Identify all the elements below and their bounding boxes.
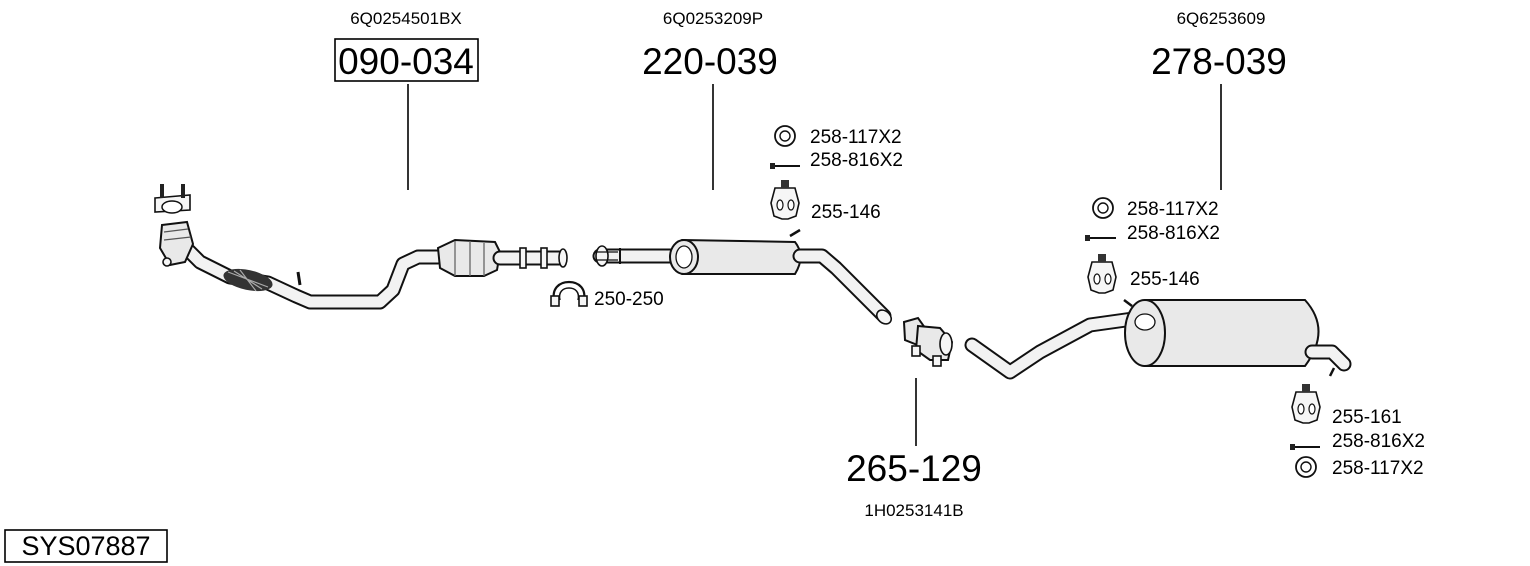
connector-pipe-part[interactable]: 265-129 1H0253141B <box>846 316 982 520</box>
hanger-accessory[interactable]: 255-161 <box>1291 384 1402 428</box>
rubber-hanger-icon <box>1087 254 1117 294</box>
gasket-accessory[interactable]: 258-117X2 <box>1295 456 1424 479</box>
catalytic-body <box>436 238 502 277</box>
rear-top-accessory-group: 258-117X2 258-816X2 255-146 <box>1085 197 1220 294</box>
hanger-accessory[interactable]: 255-146 <box>770 180 881 223</box>
hanger-label: 255-161 <box>1332 407 1402 428</box>
hanger-accessory[interactable]: 255-146 <box>1087 254 1200 294</box>
system-code-label: SYS07887 <box>21 531 150 561</box>
rubber-hanger-icon <box>770 180 800 220</box>
gasket-accessory[interactable]: 258-117X2 <box>1092 197 1219 220</box>
part-oem-label: 6Q0254501BX <box>350 9 462 28</box>
clamp-icon <box>550 280 588 307</box>
bolt-icon <box>1085 235 1116 241</box>
clamp-accessory[interactable]: 250-250 <box>550 280 664 310</box>
part-number-label: 220-039 <box>642 41 778 82</box>
gasket-ring-icon <box>774 125 796 147</box>
bolt-icon <box>1290 444 1320 450</box>
part-number-label: 278-039 <box>1151 41 1287 82</box>
middle-muffler-part[interactable]: 6Q0253209P 220-039 <box>592 9 894 327</box>
rear-bottom-accessory-group: 255-161 258-816X2 258-117X2 <box>1290 384 1425 479</box>
bolt-label: 258-816X2 <box>1127 223 1220 244</box>
connector-body <box>902 316 954 367</box>
front-pipe-catalyst-part[interactable]: 6Q0254501BX 090-034 <box>154 9 568 310</box>
part-oem-label: 6Q6253609 <box>1177 9 1266 28</box>
part-number-box <box>334 38 479 82</box>
gasket-label: 258-117X2 <box>1127 199 1219 220</box>
part-oem-label: 1H0253141B <box>864 501 963 520</box>
gasket-accessory[interactable]: 258-117X2 <box>774 125 902 148</box>
hanger-label: 255-146 <box>811 202 881 223</box>
part-oem-label: 6Q0253209P <box>663 9 763 28</box>
gasket-ring-icon <box>1092 197 1114 219</box>
clamp-label: 250-250 <box>594 289 664 310</box>
rear-muffler-part[interactable]: 6Q6253609 278-039 <box>964 9 1352 380</box>
part-number-label: 265-129 <box>846 448 982 489</box>
gasket-label: 258-117X2 <box>810 127 902 148</box>
bolt-label: 258-816X2 <box>1332 431 1425 452</box>
rubber-hanger-icon <box>1291 384 1321 424</box>
gasket-ring-icon <box>1295 456 1317 478</box>
bolt-accessory[interactable]: 258-816X2 <box>1085 223 1220 244</box>
middle-accessory-group: 258-117X2 258-816X2 255-146 <box>770 125 903 223</box>
bolt-accessory[interactable]: 258-816X2 <box>1290 431 1425 452</box>
catalyst-converter <box>154 184 195 267</box>
hanger-label: 255-146 <box>1130 269 1200 290</box>
bolt-icon <box>770 163 800 169</box>
system-code-box: SYS07887 <box>4 529 168 563</box>
part-number-label: 090-034 <box>338 41 474 82</box>
flex-section <box>223 268 273 292</box>
bolt-label: 258-816X2 <box>810 150 903 171</box>
gasket-label: 258-117X2 <box>1332 458 1424 479</box>
bolt-accessory[interactable]: 258-816X2 <box>770 150 903 171</box>
